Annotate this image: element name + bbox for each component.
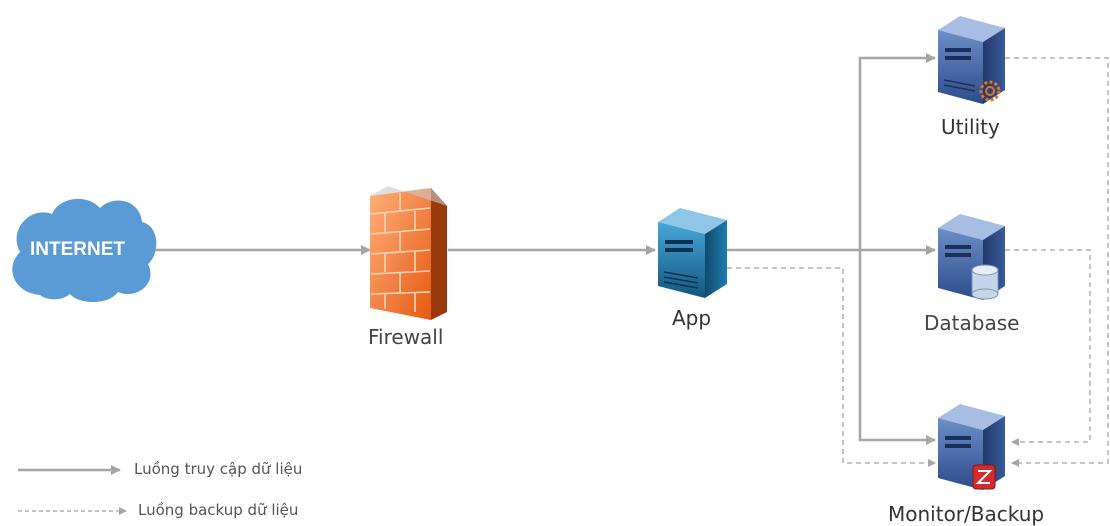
firewall-label: Firewall [368,325,444,349]
firewall-icon [370,186,447,320]
backup-icon [972,464,996,490]
internet-label: INTERNET [30,239,125,260]
edge-database-backup [1005,249,1091,446]
app-label: App [672,306,712,330]
legend-backup-label: Luồng backup dữ liệu [138,501,299,519]
edge-app-utility [858,53,936,250]
database-label: Database [924,311,1020,335]
legend [18,465,127,515]
utility-server-icon [938,16,1005,104]
internet-cloud-icon [12,198,157,302]
gear-icon [979,80,1001,102]
database-server-icon [938,214,1005,300]
edge-app-monitor [858,250,936,445]
monitor-label: Monitor/Backup [888,502,1045,526]
app-server-icon [658,208,727,298]
edge-app-backup [727,267,936,467]
legend-access-label: Luồng truy cập dữ liệu [134,460,303,478]
backup-flow-lines [727,57,1109,467]
utility-label: Utility [941,115,1000,139]
edge-utility-backup [1005,57,1109,467]
access-flow-lines [155,53,936,445]
database-icon [971,264,999,300]
